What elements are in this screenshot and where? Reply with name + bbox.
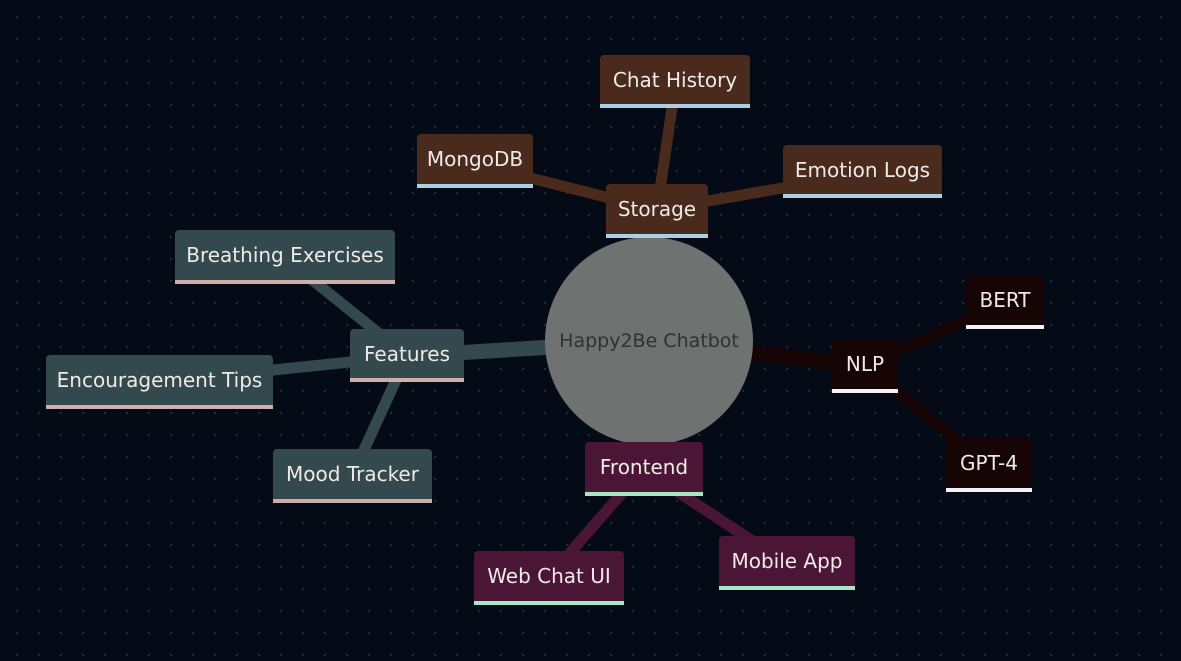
node-mobile-app[interactable]: Mobile App [719, 536, 855, 590]
node-mobile-app-label: Mobile App [731, 549, 843, 573]
root-label: Happy2Be Chatbot [559, 330, 739, 352]
node-chat-history-label: Chat History [612, 67, 738, 92]
node-emotion-logs[interactable]: Emotion Logs [783, 145, 942, 198]
node-features[interactable]: Features [350, 329, 464, 382]
node-encouragement-tips-label: Encouragement Tips [56, 368, 263, 392]
node-nlp[interactable]: NLP [832, 339, 898, 393]
node-web-chat-ui-label: Web Chat UI [487, 564, 611, 588]
node-storage-label: Storage [617, 197, 697, 221]
node-mood-tracker-label: Mood Tracker [286, 462, 419, 486]
node-gpt4[interactable]: GPT-4 [946, 438, 1032, 492]
node-encouragement-tips[interactable]: Encouragement Tips [46, 355, 273, 409]
node-features-label: Features [364, 341, 450, 366]
node-mood-tracker[interactable]: Mood Tracker [273, 449, 432, 503]
root-node[interactable]: Happy2Be Chatbot [545, 237, 753, 445]
node-nlp-label: NLP [845, 352, 885, 376]
node-breathing-exercises[interactable]: Breathing Exercises [175, 230, 395, 284]
node-gpt4-label: GPT-4 [960, 451, 1018, 475]
node-web-chat-ui[interactable]: Web Chat UI [474, 551, 624, 605]
node-mongodb[interactable]: MongoDB [417, 134, 533, 188]
node-breathing-exercises-label: Breathing Exercises [186, 243, 384, 267]
node-storage[interactable]: Storage [606, 184, 708, 238]
node-emotion-logs-label: Emotion Logs [794, 157, 931, 182]
node-bert[interactable]: BERT [966, 275, 1044, 329]
node-mongodb-label: MongoDB [426, 147, 524, 171]
node-frontend-label: Frontend [599, 455, 689, 479]
node-frontend[interactable]: Frontend [585, 442, 703, 496]
node-chat-history[interactable]: Chat History [600, 55, 750, 108]
node-bert-label: BERT [979, 288, 1031, 312]
